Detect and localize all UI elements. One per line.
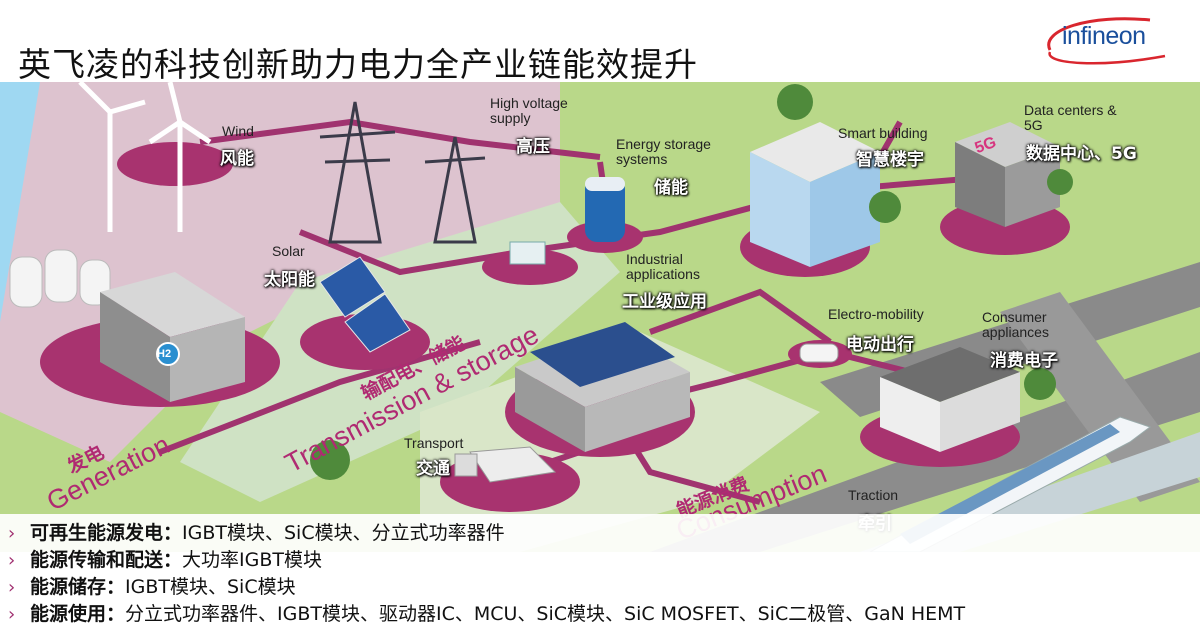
label-storage-en-1: Energy storage bbox=[616, 136, 711, 152]
bullet-body: 大功率IGBT模块 bbox=[182, 549, 322, 571]
label-transport-en: Transport bbox=[404, 435, 464, 451]
label-emob-en: Electro-mobility bbox=[828, 306, 924, 322]
label-dc-en-1: Data centers & bbox=[1024, 102, 1117, 118]
label-consumer-zh: 消费电子 bbox=[990, 351, 1058, 371]
trees bbox=[310, 84, 1073, 480]
smart-building bbox=[750, 122, 880, 267]
bullet-head: 能源传输和配送： bbox=[30, 549, 183, 571]
bullet-body: IGBT模块、SiC模块 bbox=[125, 576, 296, 598]
transmission-towers bbox=[319, 101, 486, 244]
label-emob-zh: 电动出行 bbox=[846, 335, 914, 355]
bullet-list: › 可再生能源发电：IGBT模块、SiC模块、分立式功率器件 › 能源传输和配送：大… bbox=[0, 514, 1200, 630]
substation bbox=[509, 241, 546, 265]
label-dc-zh: 数据中心、5G bbox=[1026, 144, 1137, 164]
factory bbox=[515, 322, 690, 452]
label-traction-en: Traction bbox=[848, 487, 899, 503]
bullet-head: 能源使用： bbox=[30, 603, 126, 625]
bullet-marker: › bbox=[8, 550, 16, 571]
label-consumer-en-2: appliances bbox=[982, 324, 1049, 340]
label-solar-en: Solar bbox=[272, 243, 305, 259]
infineon-logo bbox=[1047, 17, 1166, 65]
label-industrial-en-2: applications bbox=[626, 266, 700, 282]
label-smart-en: Smart building bbox=[838, 125, 928, 141]
label-solar-zh: 太阳能 bbox=[264, 270, 315, 290]
label-industrial-zh: 工业级应用 bbox=[622, 292, 707, 312]
solar-panels bbox=[319, 256, 411, 353]
bullet-body: IGBT模块、SiC模块、分立式功率器件 bbox=[182, 522, 505, 544]
bullet-marker: › bbox=[8, 523, 16, 544]
label-dc-en-2: 5G bbox=[1024, 117, 1043, 133]
page-title: 英飞凌的科技创新助力电力全产业链能效提升 bbox=[18, 45, 698, 84]
label-storage-en-2: systems bbox=[616, 151, 668, 167]
label-wind-en: Wind bbox=[222, 123, 254, 139]
label-hv-en-2: supply bbox=[490, 110, 531, 126]
label-wind-zh: 风能 bbox=[220, 149, 254, 169]
bullet-head: 能源储存： bbox=[30, 576, 126, 598]
bullet-item: › 能源使用：分立式功率器件、IGBT模块、驱动器IC、MCU、SiC模块、SiC… bbox=[8, 599, 965, 626]
label-hv-en-1: High voltage bbox=[490, 95, 568, 111]
bullet-item: › 可再生能源发电：IGBT模块、SiC模块、分立式功率器件 bbox=[8, 518, 505, 545]
label-transport-zh: 交通 bbox=[416, 459, 450, 479]
label-consumer-en-1: Consumer bbox=[982, 309, 1047, 325]
battery-storage bbox=[585, 177, 625, 242]
energy-chain-illustration bbox=[0, 82, 1200, 552]
bullet-marker: › bbox=[8, 604, 16, 625]
label-storage-zh: 储能 bbox=[654, 178, 688, 198]
label-hv-zh: 高压 bbox=[516, 137, 550, 157]
bullet-head: 可再生能源发电： bbox=[30, 522, 183, 544]
wind-turbines bbox=[78, 82, 212, 232]
bullet-marker: › bbox=[8, 577, 16, 598]
houses bbox=[880, 347, 1020, 452]
data-center bbox=[955, 122, 1060, 227]
electric-car bbox=[799, 343, 839, 363]
bullet-item: › 能源储存：IGBT模块、SiC模块 bbox=[8, 572, 296, 599]
bullet-body: 分立式功率器件、IGBT模块、驱动器IC、MCU、SiC模块、SiC MOSFE… bbox=[125, 603, 966, 625]
bullet-item: › 能源传输和配送：大功率IGBT模块 bbox=[8, 545, 322, 572]
label-h2: H2 bbox=[157, 348, 172, 360]
label-industrial-en-1: Industrial bbox=[626, 251, 683, 267]
label-smart-zh: 智慧楼宇 bbox=[856, 150, 924, 170]
truck bbox=[454, 446, 557, 483]
logo-text: infineon bbox=[1062, 22, 1146, 50]
road-side bbox=[1000, 292, 1200, 502]
hydrogen-plant bbox=[100, 272, 245, 402]
